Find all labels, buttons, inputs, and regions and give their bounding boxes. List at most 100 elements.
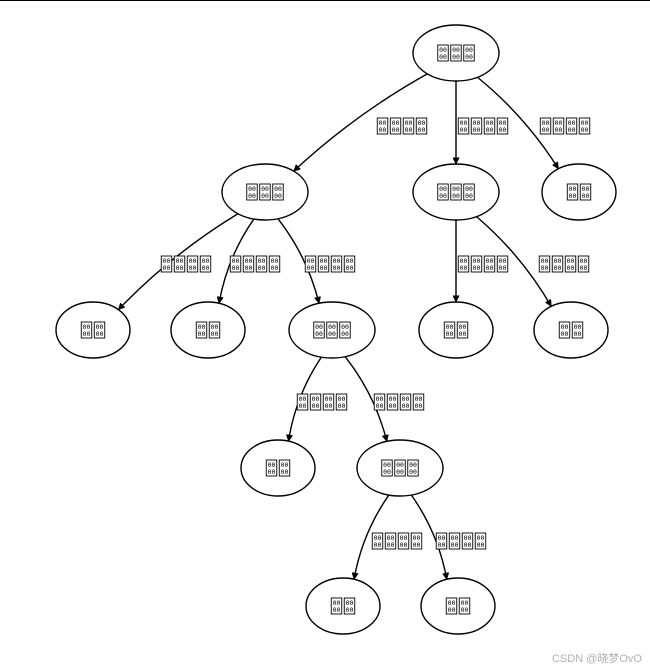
svg-text:00: 00: [413, 541, 421, 549]
svg-text:00: 00: [320, 257, 328, 265]
svg-text:00: 00: [460, 126, 468, 134]
svg-text:00: 00: [459, 323, 467, 331]
svg-text:00: 00: [452, 185, 460, 193]
edge-n0-n1: [294, 73, 428, 172]
svg-text:00: 00: [448, 606, 456, 614]
svg-text:00: 00: [299, 402, 307, 410]
svg-text:00: 00: [392, 126, 400, 134]
node-ellipse: [55, 301, 131, 359]
edge-labels-layer: 0000000000000000000000000000000000000000…: [160, 117, 591, 550]
svg-text:00: 00: [232, 257, 240, 265]
watermark-text: CSDN @晓梦OvO: [551, 653, 642, 665]
svg-text:00: 00: [439, 46, 447, 54]
svg-text:00: 00: [460, 264, 468, 272]
svg-text:00: 00: [392, 119, 400, 127]
svg-text:00: 00: [387, 534, 395, 542]
svg-text:00: 00: [346, 599, 354, 607]
node-ellipse: [170, 301, 246, 359]
svg-text:00: 00: [248, 185, 256, 193]
svg-text:00: 00: [567, 257, 575, 265]
svg-text:00: 00: [451, 541, 459, 549]
svg-text:00: 00: [486, 119, 494, 127]
svg-text:00: 00: [320, 264, 328, 272]
svg-text:00: 00: [561, 323, 569, 331]
svg-text:00: 00: [569, 192, 577, 200]
svg-text:00: 00: [415, 395, 423, 403]
svg-text:00: 00: [464, 534, 472, 542]
svg-text:00: 00: [461, 606, 469, 614]
svg-text:00: 00: [333, 606, 341, 614]
svg-text:00: 00: [452, 53, 460, 61]
edges-layer: [117, 73, 560, 579]
svg-text:00: 00: [499, 264, 507, 272]
svg-text:00: 00: [248, 192, 256, 200]
svg-text:00: 00: [198, 330, 206, 338]
svg-text:00: 00: [312, 395, 320, 403]
svg-text:00: 00: [163, 257, 171, 265]
svg-text:00: 00: [374, 541, 382, 549]
svg-text:00: 00: [473, 126, 481, 134]
svg-text:00: 00: [473, 257, 481, 265]
svg-text:00: 00: [438, 534, 446, 542]
svg-text:00: 00: [299, 395, 307, 403]
svg-text:00: 00: [499, 257, 507, 265]
svg-text:00: 00: [328, 330, 336, 338]
svg-text:00: 00: [465, 53, 473, 61]
edge-n0-n3: [477, 76, 560, 168]
svg-text:00: 00: [389, 402, 397, 410]
svg-text:00: 00: [387, 541, 395, 549]
svg-text:00: 00: [341, 330, 349, 338]
node-ellipse: [420, 577, 496, 635]
svg-text:00: 00: [389, 395, 397, 403]
svg-text:00: 00: [554, 257, 562, 265]
svg-text:00: 00: [439, 192, 447, 200]
svg-text:00: 00: [338, 395, 346, 403]
svg-text:00: 00: [271, 264, 279, 272]
svg-text:00: 00: [439, 185, 447, 193]
svg-text:00: 00: [245, 257, 253, 265]
svg-text:00: 00: [582, 185, 590, 193]
svg-text:00: 00: [461, 599, 469, 607]
svg-text:00: 00: [346, 606, 354, 614]
edge-n2-n8: [476, 216, 552, 307]
svg-text:00: 00: [268, 468, 276, 476]
svg-text:00: 00: [261, 192, 269, 200]
svg-text:00: 00: [541, 264, 549, 272]
